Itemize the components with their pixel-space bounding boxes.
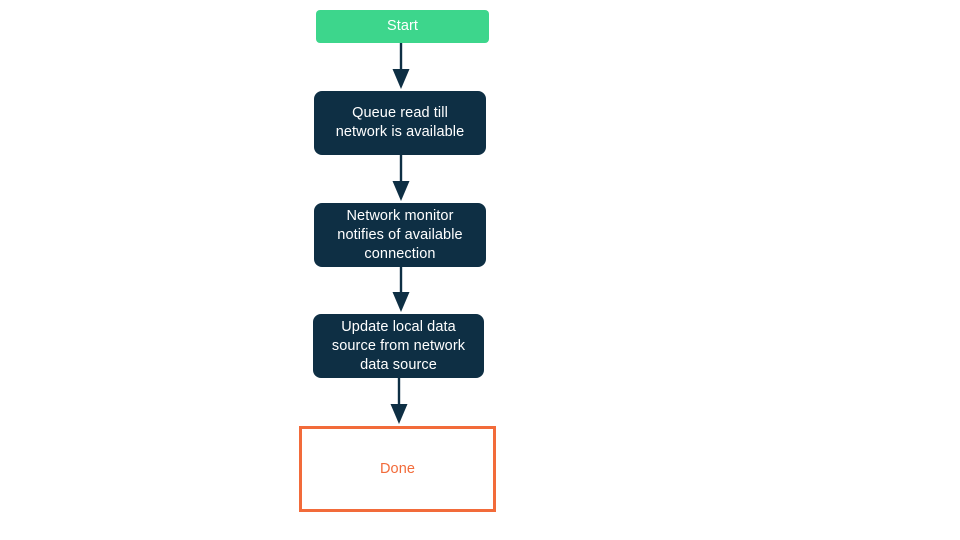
- flowchart-node-queue-read[interactable]: Queue read till network is available: [314, 91, 486, 155]
- flowchart-node-start[interactable]: Start: [316, 10, 489, 43]
- flowchart-edge-update-local-to-done: [384, 378, 414, 426]
- node-label: Update local data source from network da…: [331, 318, 466, 373]
- flowchart-node-done[interactable]: Done: [299, 426, 496, 512]
- flowchart-node-network-monitor[interactable]: Network monitor notifies of available co…: [314, 203, 486, 267]
- node-label: Start: [386, 18, 419, 34]
- flowchart-edge-start-to-queue-read: [386, 43, 416, 91]
- node-label: Done: [379, 460, 416, 477]
- node-label: Queue read till network is available: [335, 105, 465, 140]
- flowchart-edge-queue-read-to-network-monitor: [386, 155, 416, 203]
- flowchart-edge-network-monitor-to-update-local: [386, 267, 416, 314]
- down-arrow-icon: [392, 267, 410, 312]
- flowchart-node-update-local[interactable]: Update local data source from network da…: [313, 314, 484, 378]
- down-arrow-icon: [392, 43, 410, 89]
- down-arrow-icon: [390, 378, 408, 424]
- node-label: Network monitor notifies of available co…: [337, 207, 463, 262]
- down-arrow-icon: [392, 155, 410, 201]
